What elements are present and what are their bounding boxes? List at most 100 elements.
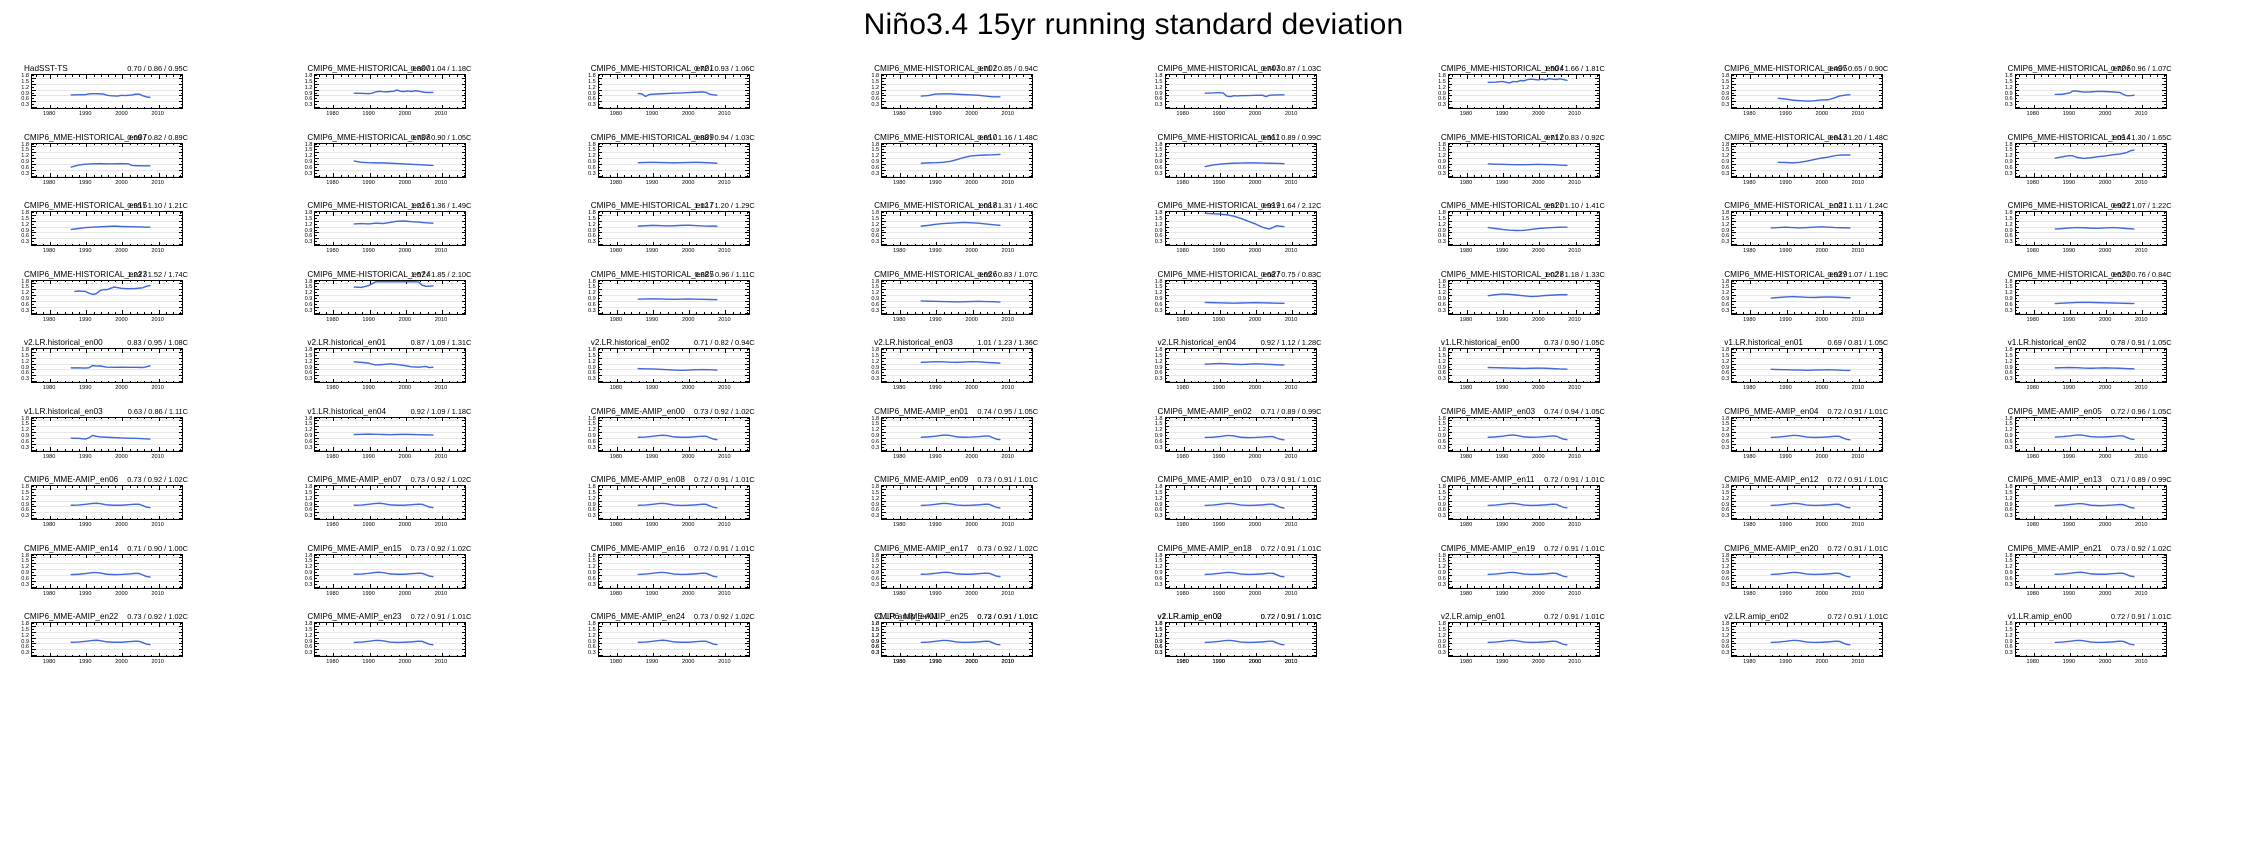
plot-area <box>1447 416 1600 452</box>
panel-stats: 0.65 / 0.83 / 1.07C <box>977 269 1039 279</box>
panel-stats: 0.72 / 0.96 / 1.07C <box>2110 64 2172 73</box>
y-tick-label: 0.6 <box>2004 301 2013 308</box>
x-tick-minor <box>631 106 633 109</box>
y-tick-label: 0.6 <box>587 233 596 240</box>
y-tick-label: 1.2 <box>2004 290 2013 297</box>
y-tick-label: 1.5 <box>1154 421 1163 428</box>
panel-title: v1.LR.historical_en04 <box>307 406 387 416</box>
panel-stats: 0.62 / 0.76 / 0.84C <box>2110 269 2172 279</box>
x-tick-minor <box>1873 106 1875 109</box>
y-tick-label: 1.5 <box>1721 78 1730 85</box>
x-tick-minor <box>1459 106 1461 109</box>
y-tick-label: 1.2 <box>1438 290 1446 297</box>
y-tick-label: 0.3 <box>1154 513 1163 520</box>
y-tick-minor <box>463 104 466 106</box>
panel-stats: 0.70 / 0.86 / 0.95C <box>127 64 188 73</box>
y-tick-label: 0.6 <box>1721 507 1730 514</box>
x-tick-minor <box>1241 74 1243 77</box>
plot-area <box>1731 74 1884 109</box>
x-tick-minor <box>609 74 611 77</box>
x-tick-minor <box>1837 106 1839 109</box>
y-tick-label: 1.8 <box>1438 347 1446 354</box>
y-tick <box>31 101 36 103</box>
y-tick-label: 0.6 <box>1438 233 1446 240</box>
y-tick <box>178 95 183 97</box>
panel-stats: 1.00 / 1.11 / 1.24C <box>1827 201 1889 210</box>
y-tick <box>881 83 886 85</box>
y-tick-label: 1.5 <box>2004 489 2013 496</box>
y-tick-label: 0.3 <box>1721 307 1730 314</box>
y-tick-label: 0.6 <box>21 233 29 240</box>
x-tick-label: 2000 <box>965 179 978 186</box>
x-tick-label: 2010 <box>718 522 731 528</box>
x-tick-minor <box>449 106 451 109</box>
panel-stats: 0.73 / 0.90 / 1.05C <box>410 132 472 142</box>
plot-area <box>1164 74 1317 109</box>
y-tick-label: 0.6 <box>2004 438 2013 445</box>
x-tick-minor <box>739 106 741 109</box>
y-tick <box>178 83 183 85</box>
x-tick-minor <box>1779 74 1781 77</box>
panel-stats: 1.09 / 1.30 / 1.65C <box>2110 132 2172 142</box>
y-tick-label: 0.6 <box>871 233 880 240</box>
panel-stats: 1.23 / 1.52 / 1.74C <box>127 269 188 279</box>
y-tick-label: 0.6 <box>1154 507 1163 514</box>
plot-area <box>881 279 1034 315</box>
y-tick-minor <box>1030 80 1033 82</box>
x-tick-minor <box>921 106 923 109</box>
x-tick-label: 1980 <box>2026 111 2039 117</box>
y-tick-label: 1.2 <box>871 221 880 228</box>
y-tick-label: 0.9 <box>1438 90 1446 97</box>
y-tick-label: 1.2 <box>1438 495 1446 502</box>
y-tick-label: 1.8 <box>21 278 29 285</box>
panel-stats: 0.92 / 1.12 / 1.28C <box>1260 338 1322 347</box>
y-tick-label: 1.8 <box>1438 415 1446 422</box>
gridline <box>2015 77 2166 79</box>
x-tick-minor <box>1306 106 1308 109</box>
x-tick-minor <box>1313 74 1315 77</box>
panel-stats: 0.71 / 0.89 / 0.99C <box>2110 475 2172 484</box>
x-tick-label: 2000 <box>2098 179 2112 186</box>
x-tick-minor <box>609 106 611 109</box>
plot-area <box>1164 416 1317 452</box>
panel-stats: 0.73 / 0.91 / 1.01C <box>977 475 1039 484</box>
panel-stats: 0.73 / 0.90 / 1.05C <box>1544 338 1605 347</box>
plot-area <box>881 211 1034 246</box>
x-tick-minor <box>979 74 981 77</box>
y-tick <box>461 101 466 103</box>
x-tick-label: 1980 <box>1459 248 1473 254</box>
y-tick-label: 0.6 <box>1154 164 1163 171</box>
y-tick-minor <box>2015 92 2018 94</box>
x-tick-label: 2010 <box>1001 453 1015 460</box>
x-tick-label: 2010 <box>1001 111 1015 117</box>
y-tick-label: 1.5 <box>1154 352 1163 359</box>
y-tick-label: 0.9 <box>587 296 596 303</box>
x-tick-minor <box>718 106 720 109</box>
series-line <box>1487 433 1568 440</box>
y-tick-label: 0.6 <box>1154 370 1163 377</box>
y-tick-label: 1.5 <box>1438 421 1446 428</box>
x-tick-minor <box>1837 74 1839 77</box>
x-tick-label: 1980 <box>326 111 339 117</box>
x-tick-minor <box>1198 106 1200 109</box>
x-tick-label: 2000 <box>681 248 695 254</box>
y-tick-label: 0.6 <box>1721 438 1730 445</box>
y-tick-label: 0.6 <box>1154 438 1163 445</box>
x-tick-minor <box>1532 74 1534 77</box>
y-tick <box>1878 89 1883 91</box>
x-tick-minor <box>1176 106 1178 109</box>
y-tick <box>2015 89 2020 91</box>
x-tick <box>405 74 407 79</box>
y-tick-minor <box>1597 75 1600 76</box>
gridline <box>598 107 749 109</box>
y-tick-label: 0.9 <box>2004 501 2013 508</box>
